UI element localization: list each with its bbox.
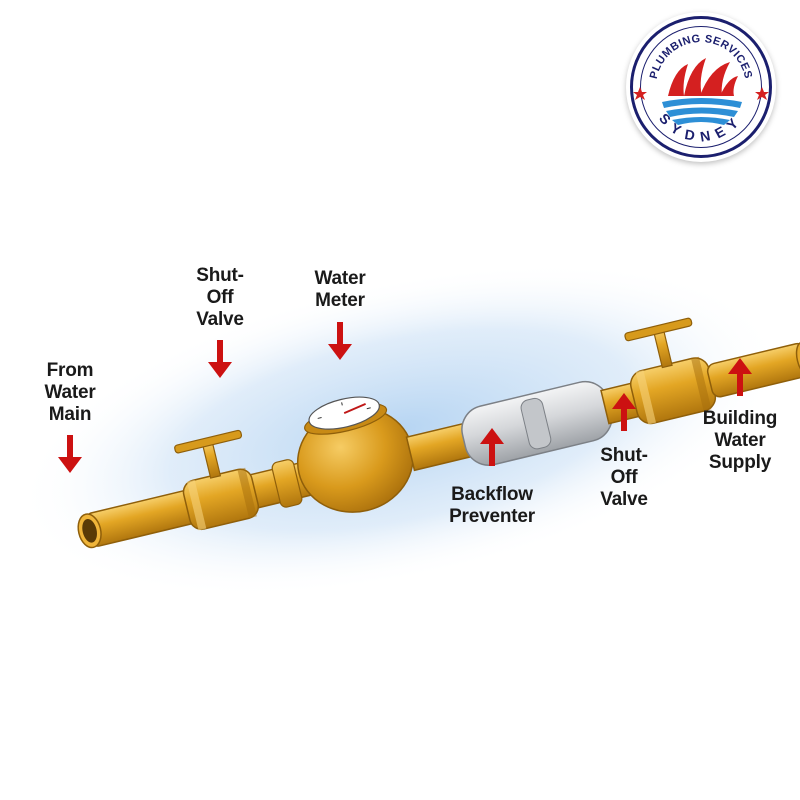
red-arrow-icon: [612, 393, 636, 433]
sydney-opera-house-icon: [668, 58, 738, 96]
pipe-segment-right-b: [706, 342, 800, 398]
label-from-water-main: From Water Main: [44, 360, 96, 425]
plumbing-services-sydney-logo: PLUMBING SERVICES SYDNEY: [626, 12, 776, 162]
red-arrow-icon: [208, 340, 232, 380]
label-water-meter: Water Meter: [314, 268, 366, 311]
shutoff-valve-left-handle: [174, 429, 243, 454]
star-icon: [633, 87, 769, 100]
label-backflow-preventer: Backflow Preventer: [449, 484, 535, 527]
label-shutoff-valve-left: Shut- Off Valve: [196, 265, 244, 330]
shutoff-valve-right-handle: [624, 317, 693, 342]
red-arrow-icon: [480, 428, 504, 468]
pipe-assembly: [77, 317, 800, 549]
red-arrow-icon: [328, 322, 352, 362]
red-arrow-icon: [728, 358, 752, 398]
red-arrow-icon: [58, 435, 82, 475]
water-waves-icon: [662, 98, 742, 125]
label-shutoff-valve-right: Shut- Off Valve: [600, 445, 648, 510]
label-building-water-supply: Building Water Supply: [702, 408, 778, 473]
